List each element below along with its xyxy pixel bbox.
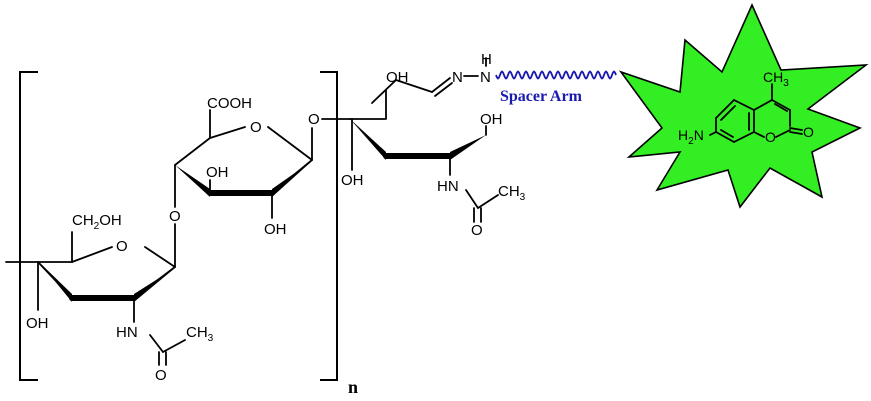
ch2oh-label: CH2OH — [72, 212, 122, 232]
amine-nitrogen-label: N — [480, 69, 491, 86]
cooh-label: COOH — [207, 95, 252, 112]
glucuronic-acid-ring — [174, 109, 313, 219]
amine-hydrogen-label: H — [481, 51, 492, 68]
coumarin-ring-oxygen-label: O — [765, 129, 776, 145]
coumarin-carbonyl-oxygen-label: O — [803, 124, 814, 140]
repeat-unit-bracket — [19, 71, 338, 381]
aminomethylcoumarin-structure — [709, 83, 803, 143]
oh-label-5: OH — [341, 172, 364, 189]
reducing-end-chain — [349, 75, 499, 223]
glycosidic-oxygen-label-2: O — [308, 111, 320, 128]
oh-label-3: OH — [264, 221, 287, 238]
fluorophore-star-burst — [618, 3, 869, 209]
left-bracket — [19, 71, 38, 381]
glcnac-ring — [5, 223, 186, 366]
coumarin-amine-label: H2N — [678, 127, 704, 147]
hn-label-1: HN — [116, 324, 138, 341]
spacer-arm-label: Spacer Arm — [500, 88, 583, 105]
ch3-label-1: CH3 — [186, 324, 214, 344]
carbonyl-oxygen-label-1: O — [155, 367, 167, 384]
oh-label-6: OH — [480, 111, 503, 128]
ring-oxygen-label-2: O — [250, 119, 262, 136]
imine-nitrogen-label: N — [452, 69, 463, 86]
coumarin-methyl-label: CH3 — [763, 69, 789, 89]
repeat-index-label: n — [348, 377, 358, 397]
spacer-arm-wavy-line — [495, 70, 617, 80]
right-bracket — [320, 71, 338, 381]
hn-label-2: HN — [437, 178, 459, 195]
ring-oxygen-label-1: O — [116, 238, 128, 255]
oh-label-2: OH — [206, 164, 229, 181]
carbonyl-oxygen-label-2: O — [471, 222, 483, 239]
glycosidic-oxygen-label-1: O — [169, 208, 181, 225]
ch3-label-2: CH3 — [498, 183, 526, 203]
oh-label-4: OH — [386, 69, 409, 86]
oh-label-1: OH — [26, 315, 49, 332]
